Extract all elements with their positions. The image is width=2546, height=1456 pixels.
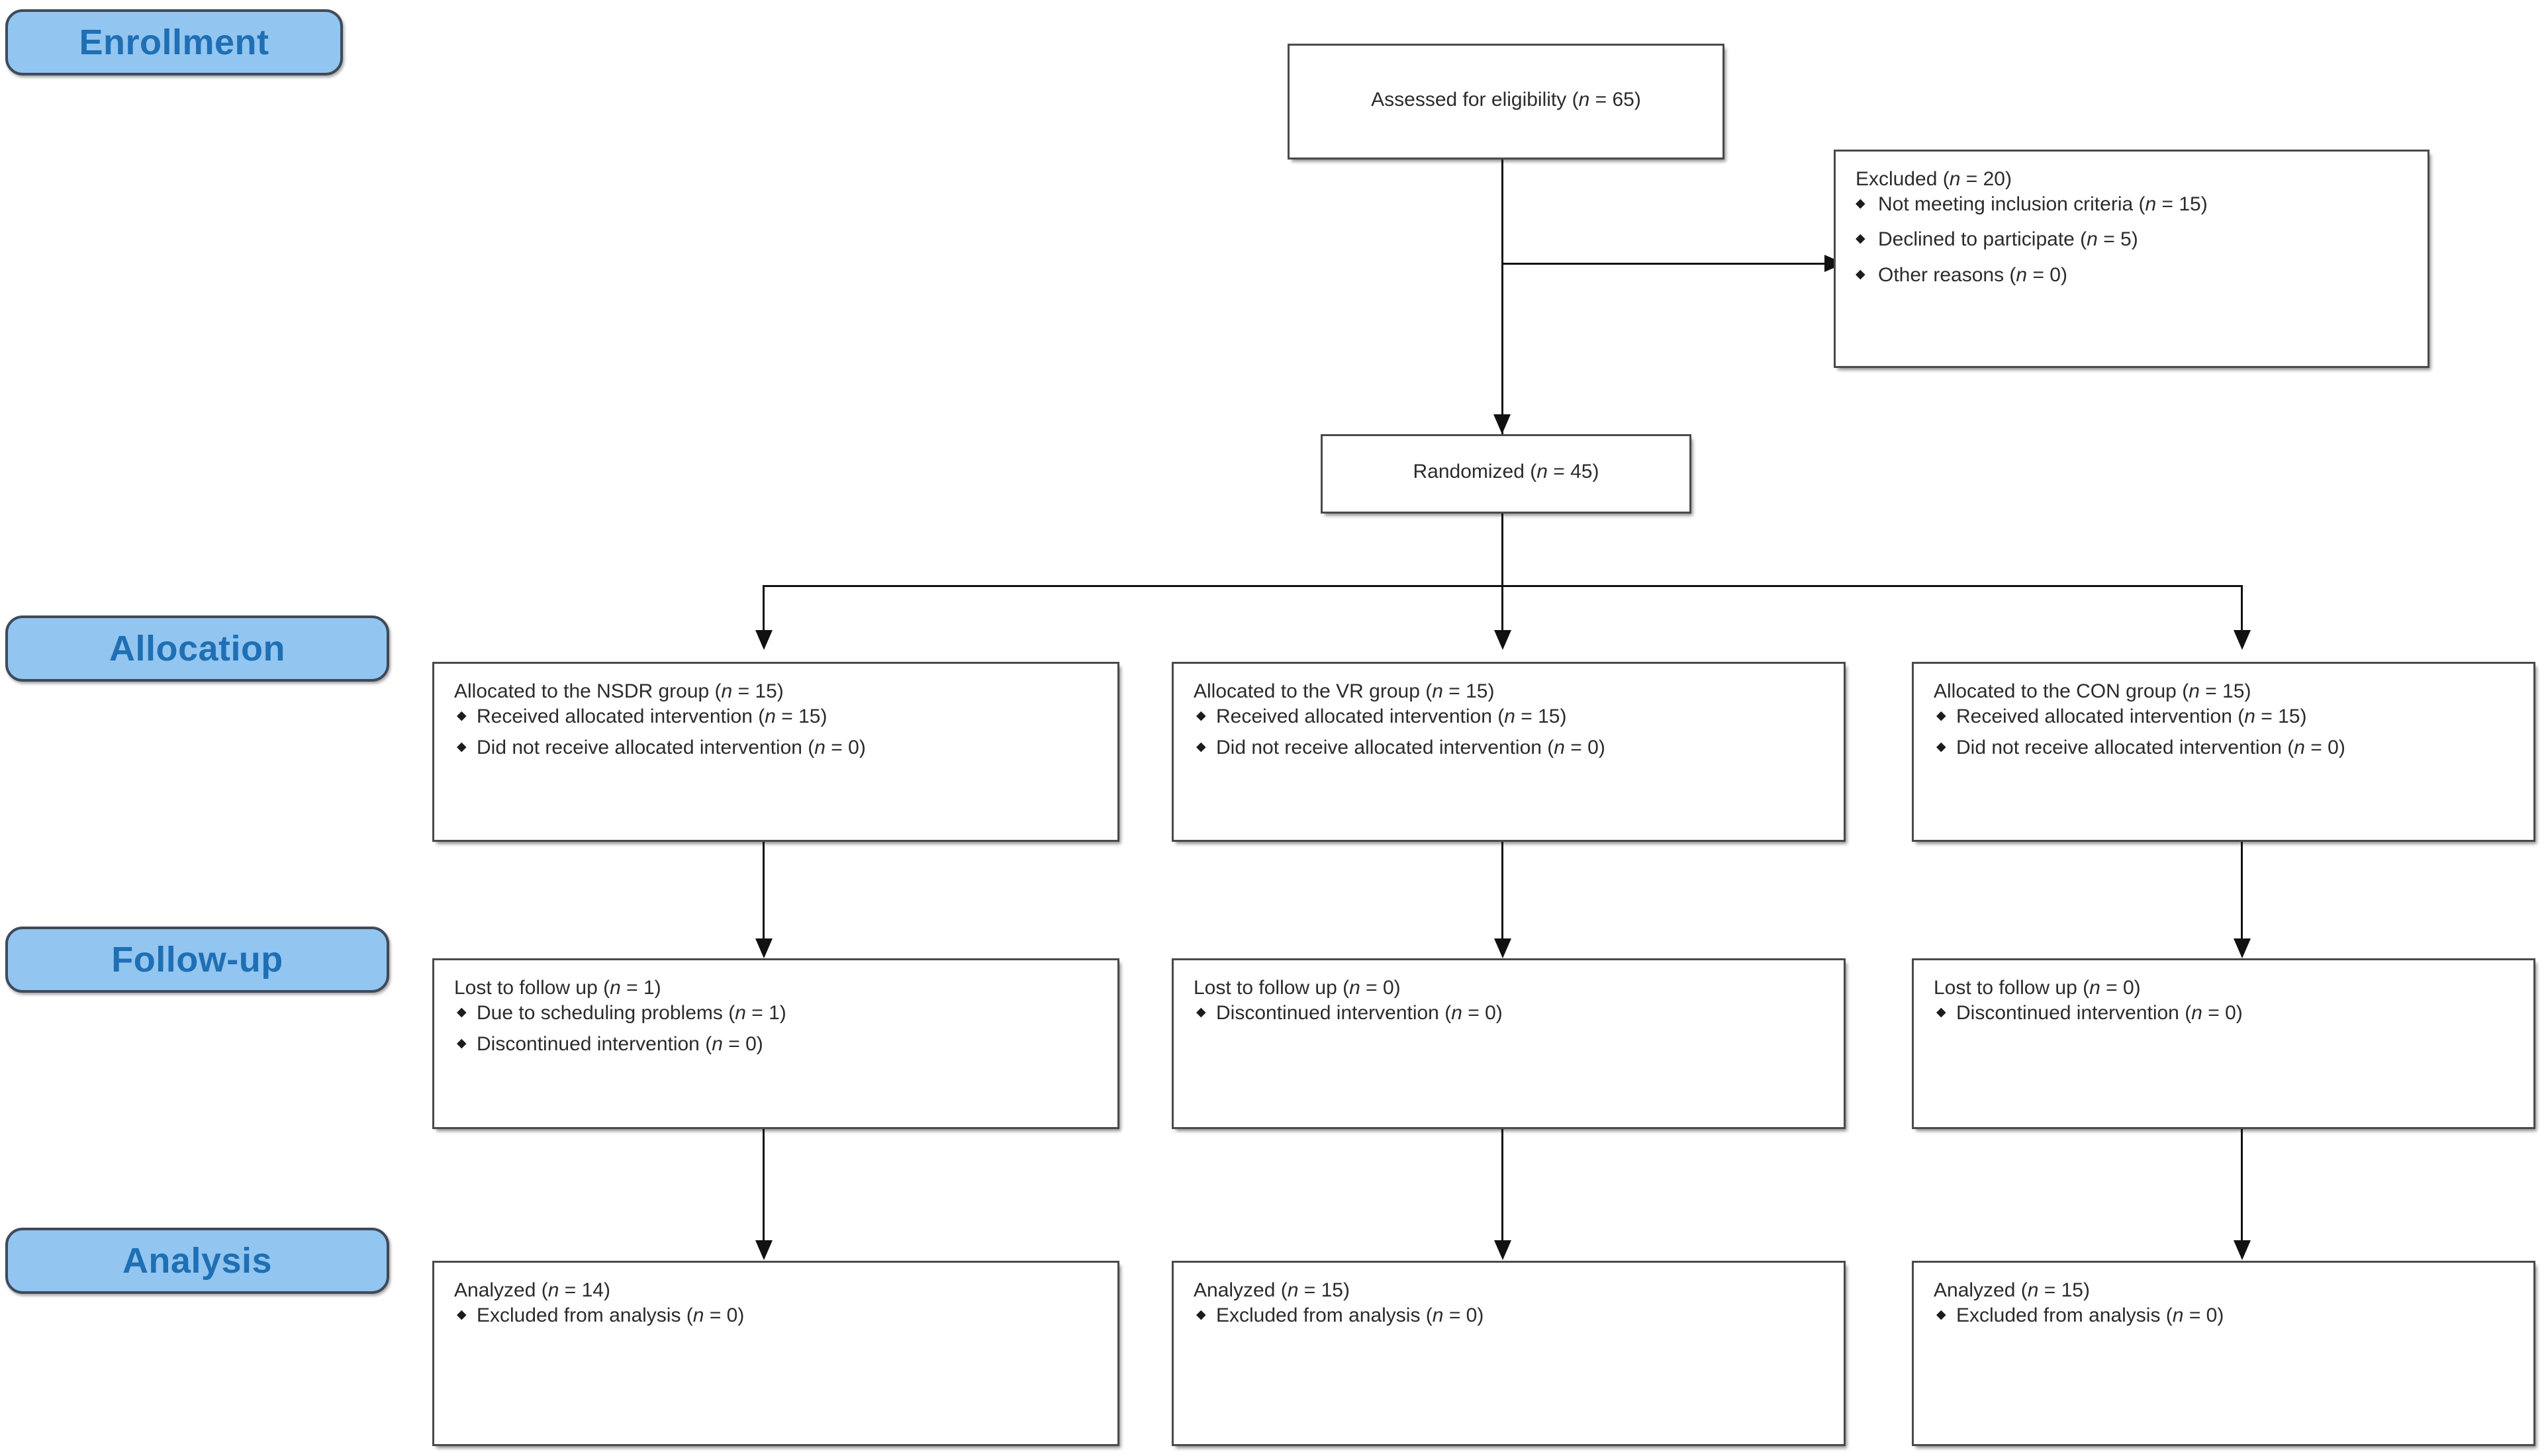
arrowhead-to-follow-vr xyxy=(1494,938,1511,958)
list-item: Did not receive allocated intervention (… xyxy=(454,737,1098,758)
node-assessed-for-eligibility: Assessed for eligibility (n = 65) xyxy=(1288,44,1724,159)
list-item: Received allocated intervention (n = 15) xyxy=(454,705,1098,727)
list-item: Did not receive allocated intervention (… xyxy=(1934,737,2514,758)
connector-follow-to-analysis-nsdr xyxy=(763,1129,765,1240)
node-followup-vr-headline: Lost to follow up (n = 0) xyxy=(1194,977,1401,999)
connector-alloc-to-follow-vr xyxy=(1501,842,1503,938)
node-excluded-reason-list: Not meeting inclusion criteria (n = 15) … xyxy=(1856,193,2408,286)
list-item: Did not receive allocated intervention (… xyxy=(1194,737,1824,758)
node-randomized: Randomized (n = 45) xyxy=(1321,434,1691,514)
arrowhead-to-analysis-vr xyxy=(1494,1240,1511,1260)
node-analysis-vr-headline: Analyzed (n = 15) xyxy=(1194,1279,1350,1301)
list-item: Discontinued intervention (n = 0) xyxy=(1934,1002,2514,1024)
arrowhead-to-analysis-con xyxy=(2234,1240,2251,1260)
node-analysis-nsdr: Analyzed (n = 14) Excluded from analysis… xyxy=(432,1261,1119,1446)
connector-randomized-stem xyxy=(1501,514,1503,586)
arrowhead-to-analysis-nsdr xyxy=(755,1240,773,1260)
node-analysis-nsdr-headline: Analyzed (n = 14) xyxy=(454,1279,610,1301)
connector-assessed-to-excluded xyxy=(1501,263,1832,265)
node-allocated-nsdr-list: Received allocated intervention (n = 15)… xyxy=(454,705,1098,758)
node-followup-nsdr-list: Due to scheduling problems (n = 1) Disco… xyxy=(454,1002,1098,1055)
connector-bus-to-vr xyxy=(1501,585,1503,630)
node-followup-con-headline: Lost to follow up (n = 0) xyxy=(1934,977,2141,999)
node-allocated-vr-list: Received allocated intervention (n = 15)… xyxy=(1194,705,1824,758)
arrowhead-to-alloc-nsdr xyxy=(755,630,773,650)
stage-label-allocation-text: Allocation xyxy=(109,629,285,668)
node-followup-vr-list: Discontinued intervention (n = 0) xyxy=(1194,1002,1824,1024)
list-item: Excluded from analysis (n = 0) xyxy=(1934,1304,2514,1326)
list-item: Discontinued intervention (n = 0) xyxy=(454,1034,1098,1055)
node-analysis-vr-list: Excluded from analysis (n = 0) xyxy=(1194,1304,1824,1326)
list-item: Other reasons (n = 0) xyxy=(1856,264,2408,286)
stage-label-analysis: Analysis xyxy=(5,1228,389,1294)
stage-label-followup: Follow-up xyxy=(5,927,389,993)
connector-follow-to-analysis-vr xyxy=(1501,1129,1503,1240)
node-allocated-vr: Allocated to the VR group (n = 15) Recei… xyxy=(1172,662,1846,842)
node-randomized-headline: Randomized (n = 45) xyxy=(1413,461,1599,483)
node-assessed-headline: Assessed for eligibility (n = 65) xyxy=(1371,88,1641,111)
list-item: Not meeting inclusion criteria (n = 15) xyxy=(1856,193,2408,215)
arrowhead-to-follow-con xyxy=(2234,938,2251,958)
list-item: Received allocated intervention (n = 15) xyxy=(1194,705,1824,727)
arrowhead-to-alloc-vr xyxy=(1494,630,1511,650)
node-analysis-con-headline: Analyzed (n = 15) xyxy=(1934,1279,2090,1301)
stage-label-allocation: Allocation xyxy=(5,615,389,682)
list-item: Discontinued intervention (n = 0) xyxy=(1194,1002,1824,1024)
node-excluded-headline: Excluded (n = 20) xyxy=(1856,168,2012,190)
arrowhead-to-randomized xyxy=(1493,414,1511,434)
node-followup-con: Lost to follow up (n = 0) Discontinued i… xyxy=(1912,958,2535,1129)
connector-bus-to-con xyxy=(2241,585,2243,630)
node-allocated-con: Allocated to the CON group (n = 15) Rece… xyxy=(1912,662,2535,842)
stage-label-enrollment: Enrollment xyxy=(5,9,343,75)
node-allocated-vr-headline: Allocated to the VR group (n = 15) xyxy=(1194,680,1495,702)
stage-label-followup-text: Follow-up xyxy=(111,940,283,979)
node-allocated-nsdr: Allocated to the NSDR group (n = 15) Rec… xyxy=(432,662,1119,842)
node-analysis-nsdr-list: Excluded from analysis (n = 0) xyxy=(454,1304,1098,1326)
node-allocated-nsdr-headline: Allocated to the NSDR group (n = 15) xyxy=(454,680,784,702)
node-followup-nsdr-headline: Lost to follow up (n = 1) xyxy=(454,977,661,999)
node-followup-con-list: Discontinued intervention (n = 0) xyxy=(1934,1002,2514,1024)
arrowhead-to-alloc-con xyxy=(2234,630,2251,650)
connector-assessed-to-randomized xyxy=(1501,159,1503,434)
stage-label-enrollment-text: Enrollment xyxy=(79,23,269,62)
node-analysis-con-list: Excluded from analysis (n = 0) xyxy=(1934,1304,2514,1326)
node-allocated-con-headline: Allocated to the CON group (n = 15) xyxy=(1934,680,2251,702)
connector-alloc-to-follow-con xyxy=(2241,842,2243,938)
list-item: Excluded from analysis (n = 0) xyxy=(454,1304,1098,1326)
node-excluded: Excluded (n = 20) Not meeting inclusion … xyxy=(1834,150,2429,368)
list-item: Due to scheduling problems (n = 1) xyxy=(454,1002,1098,1024)
stage-label-analysis-text: Analysis xyxy=(122,1241,273,1281)
list-item: Excluded from analysis (n = 0) xyxy=(1194,1304,1824,1326)
node-followup-vr: Lost to follow up (n = 0) Discontinued i… xyxy=(1172,958,1846,1129)
node-analysis-vr: Analyzed (n = 15) Excluded from analysis… xyxy=(1172,1261,1846,1446)
node-analysis-con: Analyzed (n = 15) Excluded from analysis… xyxy=(1912,1261,2535,1446)
list-item: Received allocated intervention (n = 15) xyxy=(1934,705,2514,727)
node-allocated-con-list: Received allocated intervention (n = 15)… xyxy=(1934,705,2514,758)
connector-alloc-to-follow-nsdr xyxy=(763,842,765,938)
arrowhead-to-follow-nsdr xyxy=(755,938,773,958)
connector-bus-to-nsdr xyxy=(763,585,765,630)
node-followup-nsdr: Lost to follow up (n = 1) Due to schedul… xyxy=(432,958,1119,1129)
connector-follow-to-analysis-con xyxy=(2241,1129,2243,1240)
list-item: Declined to participate (n = 5) xyxy=(1856,229,2408,250)
